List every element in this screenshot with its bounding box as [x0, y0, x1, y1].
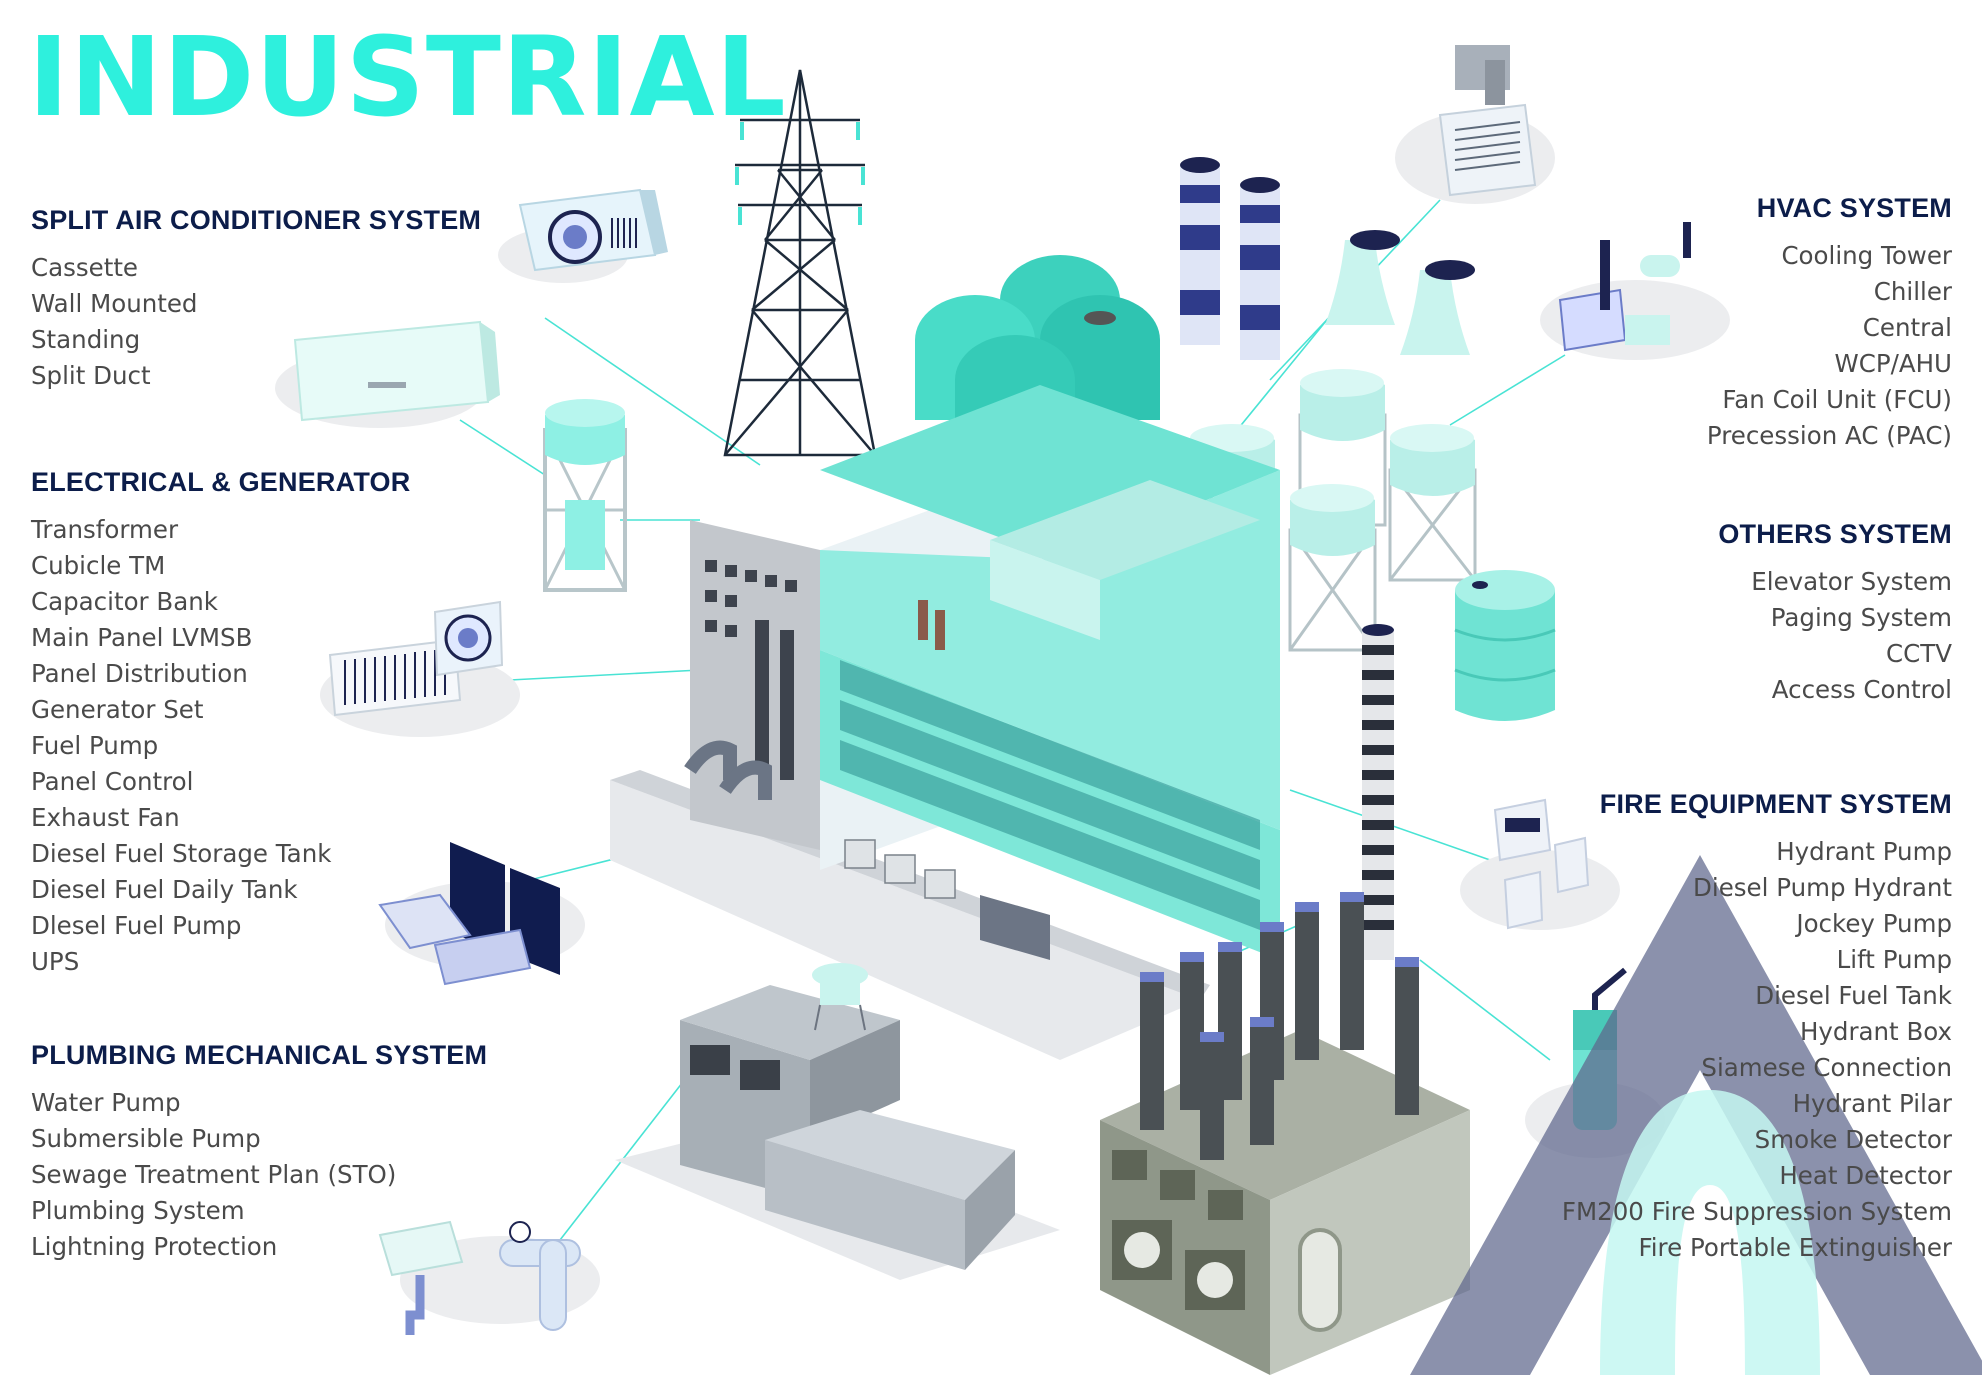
list-item: WCP/AHU: [1834, 349, 1952, 378]
fire-panel-icon: [1493, 798, 1590, 930]
others-section: OTHERS SYSTEM Elevator System Paging Sys…: [1718, 519, 1952, 708]
list-item: Panel Distribution: [31, 659, 248, 688]
chiller-icon: [1558, 222, 1691, 352]
list-item: Fire Portable Extinguisher: [1638, 1233, 1952, 1262]
control-panel-icon: [378, 842, 560, 986]
transformer-icon: [1100, 892, 1470, 1375]
hvac-heading: HVAC SYSTEM: [1756, 193, 1952, 223]
list-item: Fuel Pump: [31, 731, 159, 760]
list-item: Jockey Pump: [1796, 909, 1952, 938]
list-item: Submersible Pump: [31, 1124, 261, 1153]
list-item: Diesel Fuel Tank: [1755, 981, 1952, 1010]
list-item: Cassette: [31, 253, 139, 282]
list-item: CCTV: [1886, 639, 1952, 668]
smoke-stack-icon: [1362, 624, 1394, 960]
list-item: Lift Pump: [1836, 945, 1952, 974]
list-item: Paging System: [1770, 603, 1952, 632]
wall-ac-icon: [293, 320, 500, 422]
list-item: Main Panel LVMSB: [31, 623, 253, 652]
list-item: Hydrant Box: [1799, 1017, 1952, 1046]
list-item: Chiller: [1873, 277, 1952, 306]
cooling-tower-icon: [1325, 230, 1475, 355]
plumbing-heading: PLUMBING MECHANICAL SYSTEM: [31, 1040, 488, 1070]
page-title: INDUSTRIAL: [28, 13, 787, 141]
hvac-list: Cooling Tower Chiller Central WCP/AHU Fa…: [1707, 238, 1952, 454]
electrical-heading: ELECTRICAL & GENERATOR: [31, 467, 411, 497]
fire-list: Hydrant Pump Diesel Pump Hydrant Jockey …: [1562, 834, 1952, 1266]
plumbing-list: Water Pump Submersible Pump Sewage Treat…: [31, 1085, 487, 1265]
list-item: Central: [1862, 313, 1952, 342]
list-item: Standing: [31, 325, 141, 354]
hvac-section: HVAC SYSTEM Cooling Tower Chiller Centra…: [1707, 193, 1952, 454]
list-item: Elevator System: [1751, 567, 1952, 596]
transmission-tower-icon: [723, 69, 877, 457]
list-item: Smoke Detector: [1754, 1125, 1952, 1154]
small-factory-icon: [615, 963, 1060, 1280]
outdoor-ac-unit-icon: [328, 600, 504, 717]
split-ac-list: Cassette Wall Mounted Standing Split Duc…: [31, 250, 481, 394]
cassette-ac-icon: [518, 188, 668, 272]
others-list: Elevator System Paging System CCTV Acces…: [1718, 564, 1952, 708]
list-item: Heat Detector: [1779, 1161, 1952, 1190]
chimney-stacks-icon: [1180, 157, 1280, 360]
list-item: Hydrant Pump: [1776, 837, 1952, 866]
electrical-section: ELECTRICAL & GENERATOR Transformer Cubic…: [31, 467, 410, 980]
list-item: Split Duct: [31, 361, 151, 390]
list-item: Cubicle TM: [31, 551, 166, 580]
list-item: Fan Coil Unit (FCU): [1722, 385, 1952, 414]
list-item: Access Control: [1771, 675, 1952, 704]
list-item: Generator Set: [31, 695, 204, 724]
split-ac-heading: SPLIT AIR CONDITIONER SYSTEM: [31, 205, 482, 235]
list-item: Diesel Fuel Daily Tank: [31, 875, 298, 904]
oil-drum-icon: [1454, 570, 1556, 721]
list-item: Capacitor Bank: [31, 587, 218, 616]
company-logo-icon: [1410, 855, 1982, 1375]
water-tower-icon: [543, 399, 627, 592]
list-item: Cooling Tower: [1781, 241, 1952, 270]
list-item: Siamese Connection: [1701, 1053, 1952, 1082]
factory-building-icon: [610, 385, 1280, 1060]
list-item: FM200 Fire Suppression System: [1561, 1197, 1952, 1226]
fire-section: FIRE EQUIPMENT SYSTEM Hydrant Pump Diese…: [1562, 789, 1952, 1266]
plumbing-icon: [378, 1220, 581, 1335]
list-item: Panel Control: [31, 767, 194, 796]
list-item: Hydrant Pilar: [1792, 1089, 1952, 1118]
others-heading: OTHERS SYSTEM: [1718, 519, 1952, 549]
plumbing-section: PLUMBING MECHANICAL SYSTEM Water Pump Su…: [31, 1040, 487, 1265]
list-item: Water Pump: [31, 1088, 181, 1117]
split-ac-section: SPLIT AIR CONDITIONER SYSTEM Cassette Wa…: [31, 205, 481, 394]
list-item: UPS: [31, 947, 80, 976]
list-item: Precession AC (PAC): [1706, 421, 1952, 450]
electrical-list: Transformer Cubicle TM Capacitor Bank Ma…: [31, 512, 410, 980]
list-item: Plumbing System: [31, 1196, 245, 1225]
list-item: Dlesel Fuel Pump: [31, 911, 242, 940]
hvac-unit-icon: [1438, 45, 1537, 197]
fire-heading: FIRE EQUIPMENT SYSTEM: [1599, 789, 1952, 819]
list-item: Lightning Protection: [31, 1232, 278, 1261]
list-item: Transformer: [31, 515, 179, 544]
list-item: Exhaust Fan: [31, 803, 180, 832]
list-item: Wall Mounted: [31, 289, 198, 318]
list-item: Sewage Treatment Plan (STO): [31, 1160, 397, 1189]
list-item: Diesel Pump Hydrant: [1693, 873, 1952, 902]
list-item: Diesel Fuel Storage Tank: [31, 839, 332, 868]
